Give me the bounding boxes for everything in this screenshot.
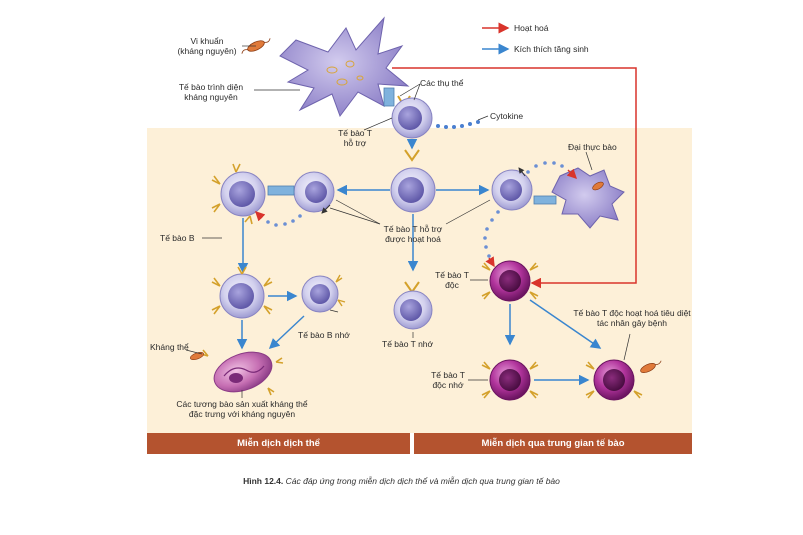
label-receptors: Các thụ thể [420,78,464,88]
label-cytotoxic-t: Tế bào T độc [435,270,469,290]
antigen-presenting-cell [279,16,410,118]
cytokine-arcs [266,161,564,258]
label-helper-t: Tế bào T hỗ trợ [338,128,372,148]
label-active-cytotoxic: Tế bào T độc hoạt hoá tiêu diệt tác nhân… [573,308,691,328]
label-b-cell: Tế bào B [160,233,195,243]
figure-caption: Hình 12.4. Các đáp ứng trong miễn dịch d… [0,476,803,486]
cytotoxic-t-cell [489,260,531,302]
label-cytokine: Cytokine [490,111,524,121]
label-activated-helper: Tế bào T hỗ trợ được hoạt hoá [383,224,443,244]
helper-t-right [491,169,533,211]
label-macrophage: Đại thực bào [568,142,617,152]
arrow-cytotoxic-to-active [529,299,602,349]
leader-lines [185,45,631,398]
caption-number: Hình 12.4. [243,476,284,486]
killed-bacteria-icon [640,360,662,373]
cytokine-dots [436,120,480,129]
label-antibody: Kháng thể [150,342,189,352]
helper-t-left [293,171,335,213]
red-arrow-cytotoxic [485,256,495,268]
activation-path [392,67,637,289]
legend-proliferation-label: Kích thích tăng sinh [514,44,589,54]
apc-receptor-link [383,87,395,107]
black-arrow-left [321,204,331,214]
label-apc: Tế bào trình diện kháng nguyên [178,82,244,102]
macrophage-bacteria-icon [592,181,604,191]
helper-t-cell [391,97,433,139]
b-cell [220,171,266,217]
b-receptor-link [267,185,295,196]
black-arrow-right [518,167,526,177]
apc-vesicles [326,60,364,86]
caption-text: Các đáp ứng trong miễn dịch dịch thể và … [285,476,560,486]
label-memory-cytotoxic: Tế bào T độc nhớ [431,370,465,390]
memory-cytotoxic-receptors [481,361,539,399]
activated-helper-t-cell [390,167,436,213]
proliferating-b-receptors [211,266,273,315]
label-plasma-cell: Các tương bào sản xuất kháng thể đặc trư… [176,399,308,419]
cytokine-cup [404,149,420,162]
humoral-immunity-banner: Miễn dịch dịch thể [147,433,410,454]
red-arrow-macrophage [566,168,577,179]
label-bacteria: Vi khuẩn (kháng nguyên) [177,36,237,56]
memory-b-receptors [335,274,346,307]
memory-b-cell [301,275,339,313]
memory-cytotoxic-t-cell [489,359,531,401]
active-cytotoxic-t-cell [593,359,635,401]
proliferating-b-cell [219,273,265,319]
plasma-cell [213,351,273,393]
legend-activation-label: Hoạt hoá [514,23,549,33]
label-memory-b: Tế bào B nhớ [298,330,350,340]
antibody-bacteria-icon [190,352,204,360]
macrophage-receptor-link [533,195,557,205]
cytotoxic-receptors [481,262,539,300]
cell-mediated-immunity-banner: Miễn dịch qua trung gian tế bào [414,433,692,454]
label-memory-t: Tế bào T nhớ [382,339,434,349]
b-cell-receptors [211,163,253,225]
arrow-to-plasma-2 [268,315,305,350]
macrophage-cell [551,167,625,229]
memory-t-cell [393,290,433,330]
active-cytotoxic-receptors [585,361,643,399]
red-arrow-b [255,211,266,222]
